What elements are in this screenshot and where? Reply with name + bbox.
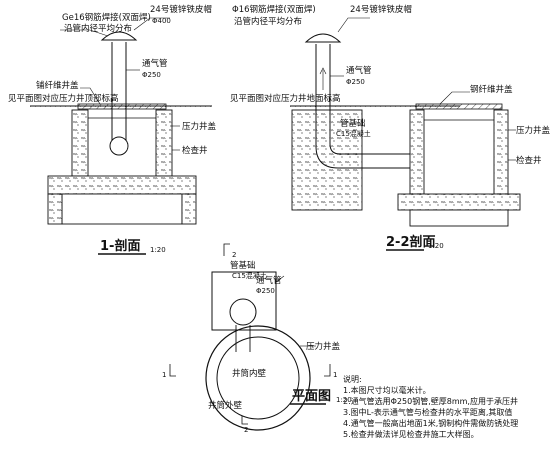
- well-wall-right-1: [155, 109, 173, 177]
- s1-fill-label: 铺纤维井盖: [36, 80, 79, 91]
- plan-well-inner: [216, 336, 300, 420]
- s2-pipe-label: 通气管: [346, 65, 372, 76]
- note-item-5: 5.检查井做法详见检查井施工大样图。: [343, 430, 479, 439]
- plan-pipe-circle: [229, 298, 257, 326]
- s1-pipe-label: 通气管: [142, 58, 168, 69]
- s1-cut-mark: 2: [232, 251, 236, 259]
- plan-pipe-label: 通气管: [256, 275, 282, 286]
- s2-well-label: 检查井: [516, 155, 542, 166]
- plan-scale: 1:20: [336, 396, 352, 404]
- s1-scale: 1:20: [150, 246, 166, 254]
- plan-inner-label: 井筒内壁: [232, 368, 267, 379]
- well-cover-2: [415, 103, 503, 110]
- section-1-drawing: [30, 17, 230, 256]
- s2-title: 2-2剖面: [386, 234, 436, 250]
- s1-cap-note: 24号镀锌铁皮帽: [150, 4, 212, 15]
- s2-cap-note: 24号镀锌铁皮帽: [350, 4, 412, 15]
- s1-left-note-1: Ge16钢筋焊接(双面焊): [62, 12, 151, 23]
- s1-cover-label: 压力井盖: [182, 121, 217, 132]
- s2-base-label-2: C15混凝土: [336, 129, 371, 138]
- plan-cover-label: 压力井盖: [306, 341, 341, 352]
- note-item-4: 4.通气管一般高出地面1米,钢制构件需做防锈处理: [343, 419, 519, 428]
- plan-base-label-1: 管基础: [230, 260, 256, 271]
- s2-scale: 1:20: [428, 242, 444, 250]
- base-bottom-1: [61, 193, 183, 225]
- s2-left-note-2: 沿管内径平均分布: [234, 16, 302, 27]
- s2-fill-label: 钢纤维井盖: [470, 84, 513, 95]
- plan-pipe-dim: Φ250: [256, 287, 275, 295]
- vent-pipe-2: [315, 44, 410, 169]
- pipe-cap-2: [304, 33, 342, 43]
- well-cover-1: [77, 103, 167, 110]
- pipe-outlet-1: [109, 136, 129, 156]
- plan-well-outer: [205, 325, 311, 431]
- note-item-2: 2.通气管选用Φ250钢管,壁厚8mm,应用于承压井: [343, 397, 518, 406]
- base-slab-1: [47, 175, 197, 195]
- s2-cover-label: 压力井盖: [516, 125, 551, 136]
- notes-block: 说明: 1.本图尺寸均以毫米计。 2.通气管选用Φ250钢管,壁厚8mm,应用于…: [343, 374, 558, 440]
- s2-level-note: 见平面图对应压力井地面标高: [230, 93, 341, 104]
- s2-pipe-dim: Φ250: [346, 78, 365, 86]
- plan-cut-bottom: 2: [244, 426, 248, 434]
- pipe-base-block-2: [291, 109, 363, 211]
- s1-well-label: 检查井: [182, 145, 208, 156]
- plan-outer-label: 井筒外壁: [208, 400, 243, 411]
- s2-left-note-1: Φ16钢筋焊接(双面焊): [232, 4, 316, 15]
- plan-cut-left: 1: [162, 371, 166, 379]
- well-wall-left-2: [409, 109, 425, 195]
- s1-left-note-2: 沿管内径平均分布: [64, 23, 132, 34]
- s1-title: 1-剖面: [100, 238, 140, 254]
- s2-base-label-1: 管基础: [340, 118, 366, 129]
- section-2-drawing: [290, 17, 521, 251]
- note-item-3: 3.图中L-表示通气管与检查井的水平距离,其取值: [343, 408, 513, 417]
- s1-pipe-dim: Φ250: [142, 71, 161, 79]
- plan-title: 平面图: [292, 389, 331, 404]
- s1-cap-dim: Φ400: [152, 17, 171, 25]
- well-wall-left-1: [71, 109, 89, 177]
- plan-view-drawing: [169, 271, 331, 431]
- s1-level-note: 见平面图对应压力井顶部标高: [8, 93, 119, 104]
- plan-cut-right: 1: [333, 371, 337, 379]
- note-item-1: 1.本图尺寸均以毫米计。: [343, 386, 431, 395]
- plan-base-label-2: C15混凝土: [232, 271, 267, 280]
- well-wall-right-2: [493, 109, 509, 195]
- notes-heading: 说明:: [343, 375, 362, 384]
